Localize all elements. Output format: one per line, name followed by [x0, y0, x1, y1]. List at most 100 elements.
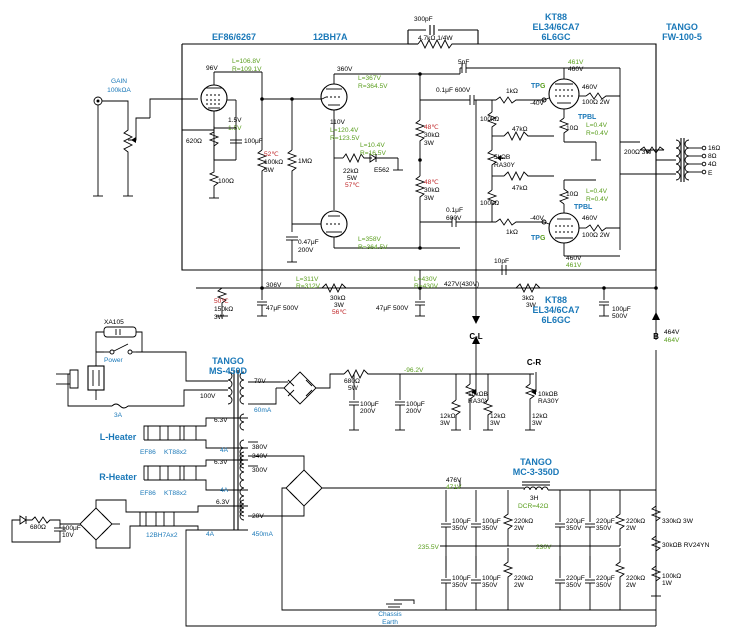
- label-r30k-mid: 30kΩ: [330, 295, 346, 302]
- label-t48-bot: 48℃: [424, 179, 439, 186]
- label-ef86-r: R=109.1V: [232, 66, 262, 73]
- filter-cap-bot-label-2: 220μF: [566, 575, 585, 582]
- title-tango-out-2: FW-100-5: [662, 32, 702, 42]
- label-b: B: [653, 332, 659, 341]
- label-c47-500-b: 47μF 500V: [376, 305, 409, 312]
- label-476v: 476V: [446, 477, 462, 484]
- label-r04-bot: R=0.4V: [586, 196, 609, 203]
- label-r10-bot: 10Ω: [566, 191, 578, 198]
- label-t48-top: 48℃: [424, 124, 439, 131]
- b-plus-rail: [196, 44, 660, 340]
- label-r100: 100Ω: [218, 178, 234, 185]
- label-v63-b: 6.3V: [214, 459, 228, 466]
- label-chassis-1: Chassis: [378, 611, 402, 618]
- label-e562: E562: [374, 167, 390, 174]
- label-l04-top: L=0.4V: [586, 122, 608, 129]
- label-60ma: 60mA: [254, 407, 272, 414]
- label-c100-200-a-v: 200V: [360, 408, 376, 415]
- label-v460-plate-bot: 460V: [582, 215, 598, 222]
- filter-res-bot-watt-0: 2W: [514, 582, 525, 589]
- label-12-top-r: R=364.5V: [358, 83, 388, 90]
- label-l04-bot: L=0.4V: [586, 188, 608, 195]
- ef86-tube: [200, 71, 262, 126]
- label-96v: 96V: [206, 65, 218, 72]
- hv-secondary: [185, 441, 656, 627]
- filter-cap-top-volt-2: 350V: [566, 525, 582, 532]
- label-t56: 56℃: [332, 309, 347, 316]
- label-tpbl-bot: TPBL: [574, 204, 593, 211]
- label-m40-bot: -40V: [530, 215, 545, 222]
- kt88-top-tube: [541, 68, 621, 250]
- label-r12k-l1: 12kΩ: [440, 413, 456, 420]
- title-12bh7a: 12BH7A: [313, 32, 348, 42]
- ef86-plate-load: [256, 72, 322, 288]
- label-o4: 4Ω: [708, 161, 717, 168]
- filter-res-top-label-0: 220kΩ: [514, 518, 533, 525]
- label-c047-v: 200V: [298, 247, 314, 254]
- label-v63-c: 6.3V: [216, 499, 230, 506]
- label-power: Power: [104, 357, 123, 364]
- filter-res-bot-label-0: 220kΩ: [514, 575, 533, 582]
- label-dcr42: DCR=42Ω: [518, 503, 548, 510]
- label-chassis-2: Earth: [382, 619, 398, 626]
- filter-res-bot-watt-1: 2W: [626, 582, 637, 589]
- label-r3k: 3kΩ: [522, 295, 534, 302]
- label-r22k-w: 5W: [347, 175, 358, 182]
- label-r100k-1w-w: 1W: [662, 580, 673, 587]
- label-a4-c: 4A: [206, 531, 215, 538]
- filter-cap-top-volt-0: 350V: [452, 525, 468, 532]
- label-r04-top: R=0.4V: [586, 130, 609, 137]
- input-jack[interactable]: [93, 96, 103, 106]
- label-t52: 52℃: [264, 151, 279, 158]
- label-r22k: 22kΩ: [343, 168, 359, 175]
- label-t50: 50℃: [214, 298, 229, 305]
- title-tango-choke-1: TANGO: [520, 457, 552, 467]
- label-r30k-top-w: 3W: [424, 140, 435, 147]
- 12bh7a-bottom-triode: [292, 210, 420, 249]
- label-340v: 340V: [252, 453, 268, 460]
- ac-inlet[interactable]: [56, 365, 105, 391]
- label-l311: L=311V: [296, 276, 319, 283]
- label-r-heater: R-Heater: [99, 472, 137, 482]
- filter-cap-top-label-1: 100μF: [482, 518, 501, 525]
- label-r10-top: 10Ω: [566, 125, 578, 132]
- coupling-network: [420, 63, 620, 324]
- title-kt88-top-2: EL34/6CA7: [532, 22, 579, 32]
- label-r30k-bot-w: 3W: [424, 195, 435, 202]
- label-a4-a: 4A: [220, 447, 229, 454]
- label-c100-10-v: 10V: [62, 532, 74, 539]
- label-c10p: 10pF: [494, 258, 509, 265]
- filter-cap-top-volt-3: 350V: [596, 525, 612, 532]
- title-tango-pwr-1: TANGO: [212, 356, 244, 366]
- label-12-top-l: L=367V: [358, 75, 382, 82]
- label-r1235: R=123.5V: [330, 135, 360, 142]
- label-450ma: 450mA: [252, 531, 273, 538]
- label-r3k-w: 3W: [526, 302, 537, 309]
- label-r1k-top: 1kΩ: [506, 88, 518, 95]
- filter-cap-top-label-3: 220μF: [596, 518, 615, 525]
- kt88-bottom-tube: [541, 179, 620, 257]
- label-2355v: 235.5V: [418, 544, 440, 551]
- label-r165: R=16.5V: [360, 150, 386, 157]
- label-c01-bot-v: 600V: [446, 215, 462, 222]
- label-230v: 230V: [536, 544, 552, 551]
- chassis-earth-icon: [386, 599, 415, 608]
- label-v464-g: 464V: [664, 337, 680, 344]
- label-r3645: R=364.5V: [358, 244, 388, 251]
- label-a4-b: 4A: [220, 487, 229, 494]
- label-r30kb: 30kΩB RV24YN: [662, 542, 710, 549]
- label-r30k-mid-w: 3W: [334, 302, 345, 309]
- heater-12bh7a: [11, 499, 248, 549]
- label-r312: R=312V: [296, 283, 321, 290]
- filter-res-top-watt-1: 2W: [626, 525, 637, 532]
- gain-potentiometer[interactable]: [97, 98, 198, 196]
- filter-res-top-watt-0: 2W: [514, 525, 525, 532]
- label-o8: 8Ω: [708, 153, 717, 160]
- bplus-divider: [650, 505, 662, 597]
- label-3h: 3H: [530, 495, 539, 502]
- power-switch[interactable]: [109, 343, 136, 355]
- bias-supply: [248, 336, 537, 431]
- filter-cap-bot-label-3: 220μF: [596, 575, 615, 582]
- label-c100u: 100μF: [244, 138, 263, 145]
- title-kt88-top-3: 6L6GC: [541, 32, 571, 42]
